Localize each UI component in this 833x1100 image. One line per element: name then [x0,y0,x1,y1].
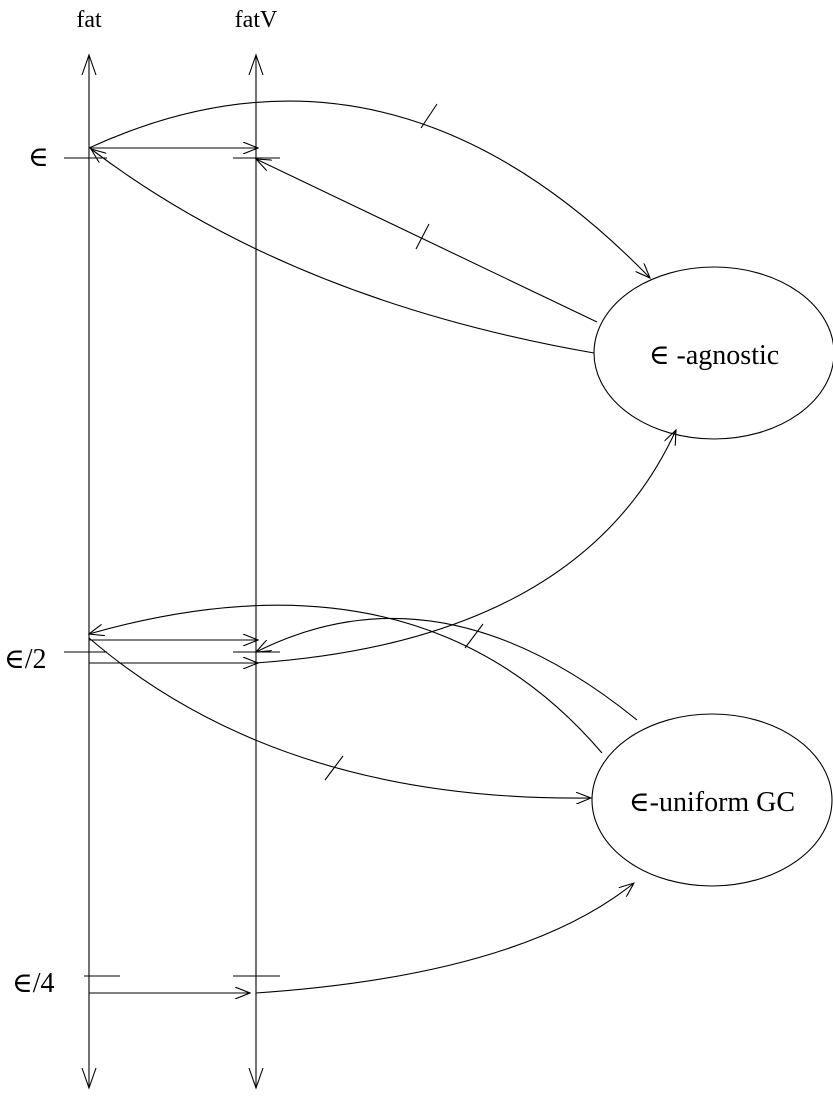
edge-fatV-eps2-to-agnostic [255,430,676,664]
axis-label-fatV: fatV [235,7,278,33]
level-label-eps: ∈ [28,142,49,173]
edge-agnostic-to-fatV-eps-negated [256,159,598,323]
axis-fat-top-arrowhead [81,53,97,76]
edge-fat-eps2-to-uniform-gc-negated [88,637,591,798]
level-label-eps-quarter: ∈/4 [12,968,55,999]
node-agnostic-label: ∈ -agnostic [649,340,779,371]
axis-fat-bottom-arrowhead [81,1067,97,1090]
negation-slash [420,103,438,129]
level-label-eps-half: ∈/2 [4,644,47,675]
axis-label-fat: fat [76,7,102,33]
negation-slash [464,623,484,649]
node-uniform-gc-label: ∈-uniform GC [629,787,795,818]
negation-slash [324,755,344,781]
axis-fatV-top-arrowhead [248,53,264,76]
edge-agnostic-to-fat-eps [91,149,595,354]
edge-fatV-eps2-to-uniform-gc-negated [256,617,638,721]
edge-uniform-gc-to-fat-eps2 [89,604,603,754]
axis-fatV-bottom-arrowhead [248,1067,264,1090]
edge-fatV-eps4-to-uniform-gc [255,883,634,994]
negation-slash [415,223,430,250]
edge-fat-eps-to-agnostic-negated [88,100,650,278]
